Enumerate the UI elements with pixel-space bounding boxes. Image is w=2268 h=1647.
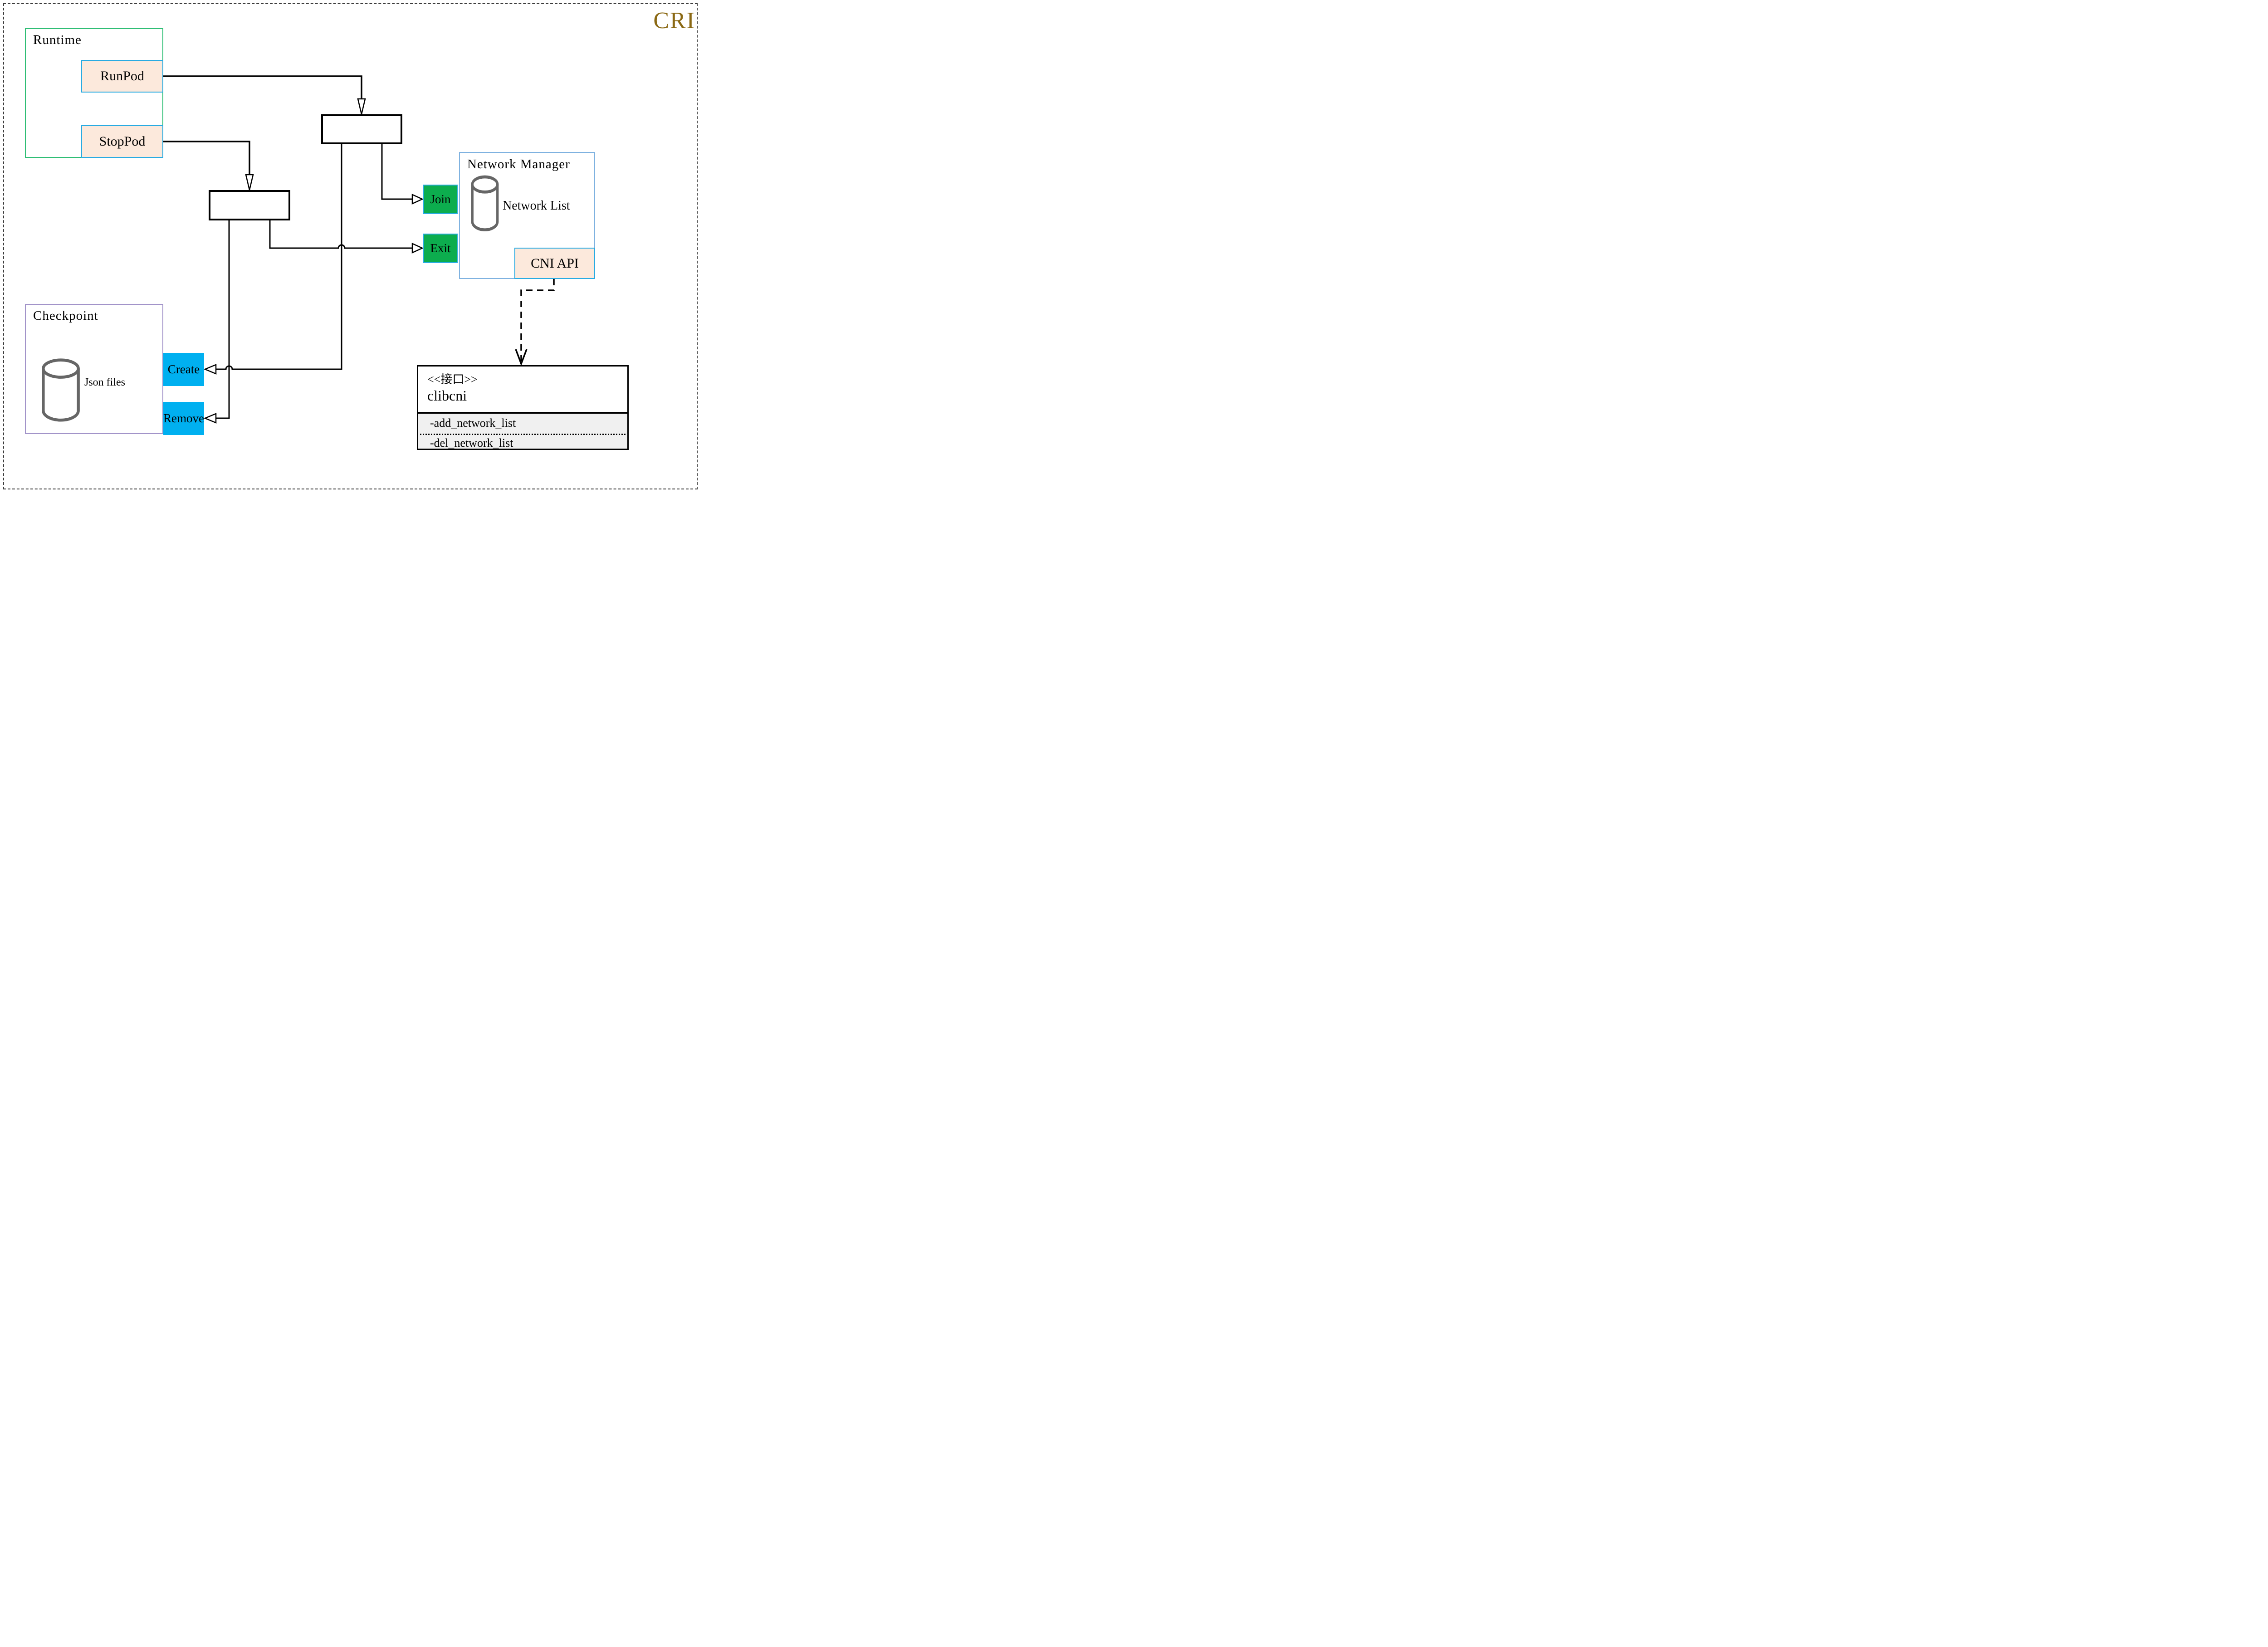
runpod-button: RunPod: [81, 60, 163, 93]
cni-api-button: CNI API: [514, 248, 595, 279]
stoppod-label: StopPod: [99, 134, 146, 149]
junction-box-runpod: [321, 114, 402, 144]
json-files-label: Json files: [84, 376, 125, 388]
create-label: Create: [167, 362, 200, 376]
outer-dashed-border: [3, 3, 698, 489]
remove-label: Remove: [163, 411, 204, 425]
checkpoint-label: Checkpoint: [33, 308, 98, 323]
page-title: CRI: [653, 8, 695, 34]
join-button: Join: [423, 185, 458, 214]
join-label: Join: [430, 192, 451, 206]
network-manager-label: Network Manager: [467, 157, 570, 171]
network-list-database-icon: [471, 175, 499, 231]
interface-name: clibcni: [427, 387, 467, 404]
interface-stereotype: <<接口>>: [427, 373, 478, 386]
create-button: Create: [163, 353, 204, 386]
runpod-label: RunPod: [100, 68, 144, 83]
method-dotted-divider: [420, 434, 626, 435]
method-add-network-list: -add_network_list: [430, 416, 516, 430]
stoppod-button: StopPod: [81, 125, 163, 158]
remove-button: Remove: [163, 402, 204, 435]
class-section-divider: [418, 412, 628, 414]
diagram-canvas: CRI Runtime RunPod StopPod Network Manag…: [0, 0, 701, 493]
runtime-label: Runtime: [33, 33, 82, 47]
cni-api-label: CNI API: [531, 255, 579, 271]
method-del-network-list: -del_network_list: [430, 436, 513, 450]
junction-box-stoppod: [209, 190, 290, 220]
clibcni-interface-class: <<接口>> clibcni -add_network_list -del_ne…: [417, 365, 629, 450]
json-files-database-icon: [42, 358, 80, 422]
exit-button: Exit: [423, 234, 458, 263]
network-list-label: Network List: [503, 199, 570, 213]
exit-label: Exit: [430, 241, 451, 255]
class-methods-section: -add_network_list -del_network_list: [418, 414, 627, 450]
